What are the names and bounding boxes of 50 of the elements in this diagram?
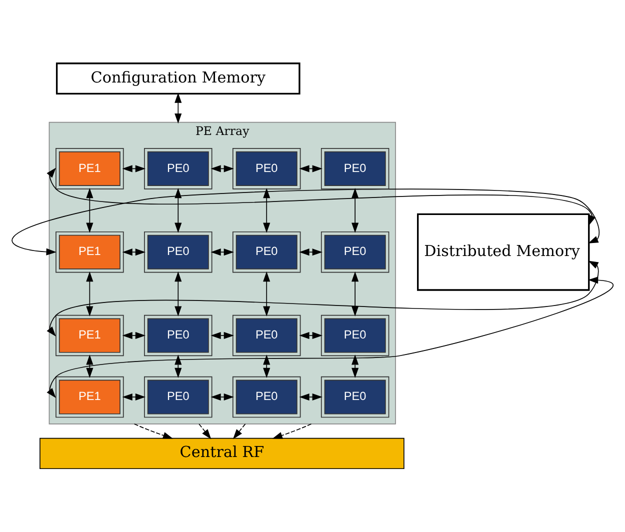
node-box: PE1 xyxy=(56,314,124,356)
arrow xyxy=(86,188,94,233)
arrow xyxy=(299,165,322,172)
node-box: PE0 xyxy=(144,231,212,273)
node-box: PE0 xyxy=(232,314,301,356)
arrow xyxy=(210,393,234,401)
node-box: PE0 xyxy=(320,148,390,190)
node-box: PE0 xyxy=(144,314,212,356)
arrow xyxy=(174,92,182,124)
node-box: PE0 xyxy=(232,376,301,418)
arrow xyxy=(46,276,614,398)
arrow xyxy=(86,354,94,378)
arrow xyxy=(263,271,270,316)
node-box: Central RF xyxy=(40,438,404,470)
arrow xyxy=(134,424,174,439)
node-box: Configuration Memory xyxy=(56,62,300,95)
arrow xyxy=(174,188,182,233)
arrow xyxy=(122,332,146,340)
arrow xyxy=(299,332,322,340)
arrow xyxy=(210,248,234,256)
arrow xyxy=(299,248,322,256)
arrow xyxy=(122,248,146,256)
arrow xyxy=(263,188,270,233)
arrow xyxy=(122,393,146,401)
node-box: PE1 xyxy=(56,376,124,418)
arrow xyxy=(122,165,146,172)
node-box: PE0 xyxy=(144,376,212,418)
arrow xyxy=(352,188,359,233)
node-box: PE0 xyxy=(232,231,301,273)
arrow xyxy=(352,271,359,316)
node-box: PE0 xyxy=(320,231,390,273)
node-box: PE1 xyxy=(56,231,124,273)
arrow xyxy=(210,165,234,172)
node-box: PE0 xyxy=(232,148,301,190)
arrow xyxy=(210,332,234,340)
node-box: PE1 xyxy=(56,148,124,190)
node-box: PE0 xyxy=(320,314,390,356)
arrow xyxy=(12,188,600,256)
arrow xyxy=(232,424,246,440)
node-box: PE0 xyxy=(144,148,212,190)
node-box: PE0 xyxy=(320,376,390,418)
arrow xyxy=(46,260,599,336)
arrow xyxy=(263,354,270,378)
arrow xyxy=(86,271,94,316)
arrow xyxy=(299,393,322,401)
arrow xyxy=(272,424,312,439)
arrow xyxy=(352,354,359,378)
arrow xyxy=(174,354,182,378)
arrow xyxy=(174,271,182,316)
arrow xyxy=(198,424,212,440)
